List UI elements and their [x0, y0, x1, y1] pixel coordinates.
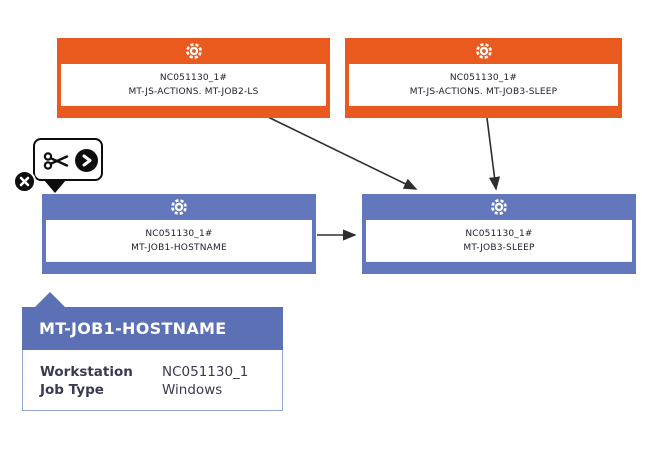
- tooltip-row-workstation: Workstation NC051130_1: [40, 363, 282, 381]
- job-node-mt-job2-ls[interactable]: NC051130_1# MT-JS-ACTIONS. MT-JOB2-LS: [57, 38, 330, 118]
- cut-dependency-icon[interactable]: [43, 149, 70, 173]
- node-label: NC051130_1# MT-JS-ACTIONS. MT-JOB3-SLEEP: [349, 64, 618, 106]
- job-node-mt-job3-sleep[interactable]: NC051130_1# MT-JOB3-SLEEP: [362, 194, 636, 274]
- gear-icon: [171, 199, 187, 215]
- tooltip-row-jobtype: Job Type Windows: [40, 381, 282, 399]
- chevron-right-icon: [82, 154, 92, 167]
- node-workstation: NC051130_1#: [159, 72, 228, 83]
- gear-icon: [491, 199, 507, 215]
- node-label: NC051130_1# MT-JS-ACTIONS. MT-JOB2-LS: [61, 64, 326, 106]
- node-header: [362, 194, 636, 220]
- node-label: NC051130_1# MT-JOB3-SLEEP: [366, 220, 632, 262]
- toolbar-pointer: [44, 180, 66, 193]
- close-icon[interactable]: [13, 170, 36, 193]
- tooltip-body: Workstation NC051130_1 Job Type Windows: [22, 350, 283, 411]
- tooltip-pointer: [34, 292, 66, 308]
- node-header: [345, 38, 622, 64]
- job-node-mt-job3-sleep-action[interactable]: NC051130_1# MT-JS-ACTIONS. MT-JOB3-SLEEP: [345, 38, 622, 118]
- tooltip-value: NC051130_1: [162, 364, 249, 380]
- tooltip-label: Workstation: [40, 364, 133, 380]
- x-glyph: [19, 176, 30, 187]
- edge-job3sleepaction-to-job3sleep: [486, 117, 501, 191]
- node-label: NC051130_1# MT-JOB1-HOSTNAME: [46, 220, 312, 262]
- node-workstation: NC051130_1#: [449, 72, 518, 83]
- node-job-name: MT-JS-ACTIONS. MT-JOB3-SLEEP: [409, 86, 558, 97]
- job-node-mt-job1-hostname[interactable]: NC051130_1# MT-JOB1-HOSTNAME: [42, 194, 316, 274]
- node-hover-toolbar: [33, 138, 103, 181]
- node-job-name: MT-JOB3-SLEEP: [463, 242, 535, 253]
- node-workstation: NC051130_1#: [145, 228, 213, 239]
- gear-icon: [185, 43, 202, 59]
- node-job-name: MT-JOB1-HOSTNAME: [131, 242, 227, 253]
- tooltip-label: Job Type: [40, 382, 104, 398]
- node-workstation: NC051130_1#: [465, 228, 533, 239]
- node-header: [57, 38, 330, 64]
- gear-icon: [475, 43, 492, 59]
- run-actions-icon[interactable]: [75, 149, 98, 172]
- tooltip-title: MT-JOB1-HOSTNAME: [22, 307, 283, 350]
- edge-job2ls-to-job3sleep: [267, 116, 418, 190]
- node-header: [42, 194, 316, 220]
- tooltip-value: Windows: [162, 382, 223, 398]
- node-job-name: MT-JS-ACTIONS. MT-JOB2-LS: [128, 86, 259, 97]
